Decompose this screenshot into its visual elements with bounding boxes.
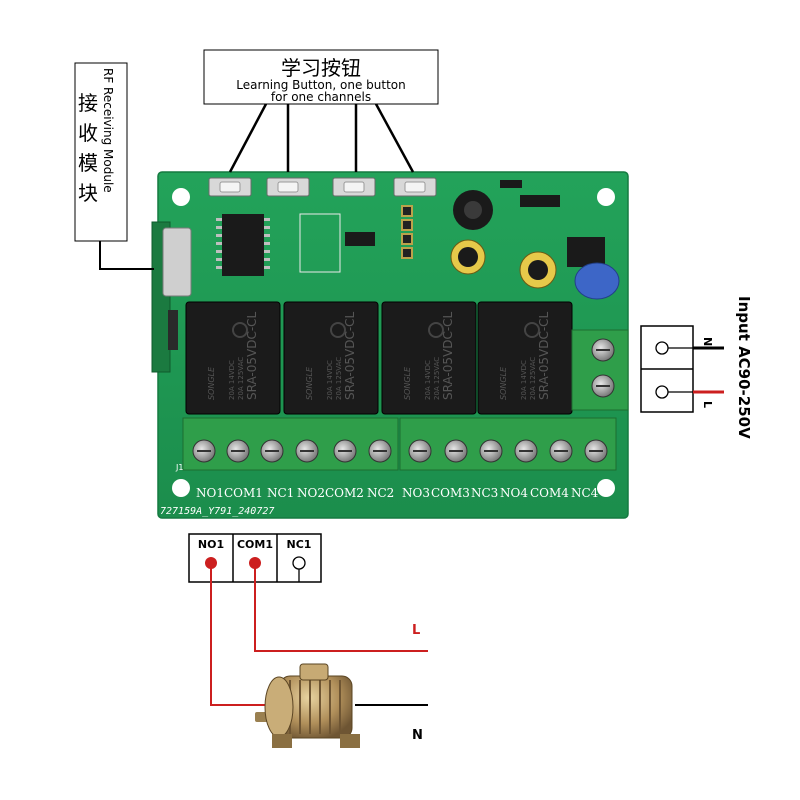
relay-3-model: SRA-05VDC-CL [441, 311, 455, 400]
ic-components [216, 180, 620, 300]
mounting-hole [597, 188, 615, 206]
label-com4: COM4 [530, 486, 569, 500]
wiring-header-com1: COM1 [237, 538, 273, 551]
j1-label: J1 [175, 463, 183, 472]
board-serial: 727159A_Y791_240727 [160, 506, 274, 517]
relay-3-rating-1: 20A 14VDC [424, 360, 432, 400]
regulator [567, 237, 605, 267]
no1-to-motor-wire [210, 563, 270, 706]
label-nc2: NC2 [367, 486, 394, 500]
rf-module-chinese: 接 收 模 块 [78, 91, 98, 205]
rf-module-callout: RF Receiving Module 接 收 模 块 [74, 62, 154, 270]
relay-2-rating-2: 20A 125VAC [335, 357, 343, 400]
learning-buttons [208, 177, 437, 197]
relay-2: SRA-05VDC-CL 20A 14VDC 20A 125VAC SONGLE [283, 301, 379, 415]
relay-4-brand: SONGLE [499, 366, 508, 400]
relay-2-rating-1: 20A 14VDC [326, 360, 334, 400]
learning-button-line1: Learning Button, one button [236, 78, 405, 92]
label-no3: NO3 [402, 486, 430, 500]
label-nc3: NC3 [471, 486, 498, 500]
relay-1: SRA-05VDC-CL 20A 14VDC 20A 125VAC SONGLE [185, 301, 281, 415]
learning-button-4[interactable] [393, 177, 437, 197]
relay-1-rating-1: 20A 14VDC [228, 360, 236, 400]
terminal-labels: NO1 COM1 NC1 NO2 COM2 NC2 NO3 COM3 NC3 N… [196, 486, 599, 500]
learning-button-1[interactable] [208, 177, 252, 197]
wiring-header-nc1: NC1 [287, 538, 312, 551]
relay-3-rating-2: 20A 125VAC [433, 357, 441, 400]
relay-4-rating-1: 20A 14VDC [520, 360, 528, 400]
input-l-label: L [701, 401, 714, 408]
wiring-header-no1: NO1 [198, 538, 224, 551]
svg-text:块: 块 [78, 181, 98, 205]
mounting-hole [172, 188, 190, 206]
relays: SRA-05VDC-CL 20A 14VDC 20A 125VAC SONGLE… [185, 301, 573, 415]
svg-text:接: 接 [78, 91, 98, 115]
relay-1-model: SRA-05VDC-CL [245, 311, 259, 400]
input-voltage-label: Input AC90-250V [735, 296, 753, 439]
relay-4-model: SRA-05VDC-CL [537, 311, 551, 400]
motor-icon [255, 663, 360, 748]
rf-module [151, 221, 192, 373]
learning-button-title: 学习按钮 [281, 56, 361, 80]
label-no4: NO4 [500, 486, 528, 500]
callout-lines [228, 103, 415, 173]
label-com2: COM2 [325, 486, 364, 500]
relay-3-brand: SONGLE [403, 366, 412, 400]
wiring-l-label: L [412, 623, 420, 638]
relay-4-rating-2: 20A 125VAC [529, 357, 537, 400]
mounting-hole [597, 479, 615, 497]
output-terminal-strip [182, 417, 617, 471]
input-terminal-block [571, 329, 629, 411]
svg-text:模: 模 [78, 151, 98, 175]
varistor [574, 262, 620, 300]
relay-4: SRA-05VDC-CL 20A 14VDC 20A 125VAC SONGLE [477, 301, 573, 415]
learning-button-line2: for one channels [271, 90, 371, 104]
ic-chip [222, 214, 264, 276]
com1-to-live-wire [254, 563, 428, 652]
label-no2: NO2 [297, 486, 325, 500]
relay-2-brand: SONGLE [305, 366, 314, 400]
crystal-oscillator [162, 227, 192, 297]
relay-1-rating-2: 20A 125VAC [237, 357, 245, 400]
nc1-open-terminal-icon [292, 556, 306, 570]
label-com3: COM3 [431, 486, 470, 500]
input-l-terminal-icon [655, 385, 669, 399]
label-nc4: NC4 [571, 486, 599, 500]
pin-header [401, 205, 413, 259]
mounting-hole [172, 479, 190, 497]
label-no1: NO1 [196, 486, 224, 500]
rf-module-english: RF Receiving Module [101, 68, 115, 193]
label-nc1: NC1 [267, 486, 294, 500]
wiring-n-label: N [412, 728, 423, 743]
input-connection-box: N L Input AC90-250V [640, 296, 753, 439]
relay-3: SRA-05VDC-CL 20A 14VDC 20A 125VAC SONGLE [381, 301, 477, 415]
relay-1-brand: SONGLE [207, 366, 216, 400]
label-com1: COM1 [224, 486, 263, 500]
learning-button-3[interactable] [332, 177, 376, 197]
svg-text:收: 收 [78, 121, 98, 145]
input-n-label: N [701, 337, 714, 346]
learning-button-2[interactable] [266, 177, 310, 197]
transistor [345, 232, 375, 246]
input-n-terminal-icon [655, 341, 669, 355]
learning-button-callout: 学习按钮 Learning Button, one button for one… [203, 49, 439, 173]
relay-2-model: SRA-05VDC-CL [343, 311, 357, 400]
